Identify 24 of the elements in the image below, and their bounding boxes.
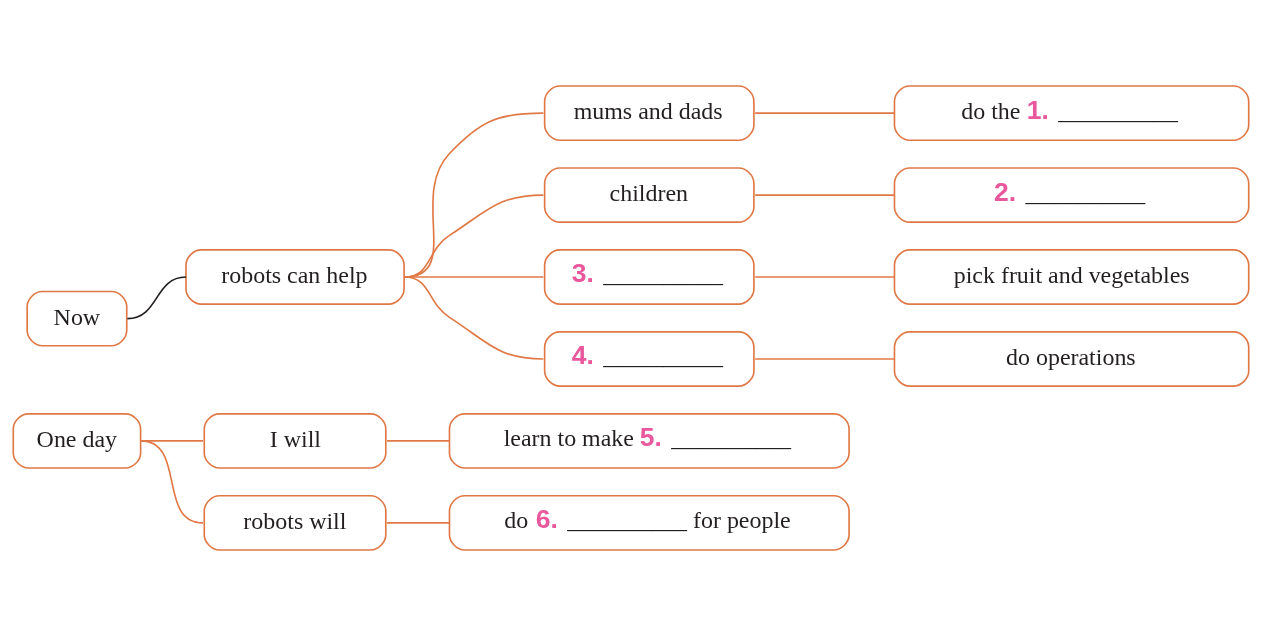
node-box: do 6. __________ for people xyxy=(448,494,850,551)
node-box: learn to make 5. __________ xyxy=(448,413,850,469)
node-box: mums and dads xyxy=(543,85,755,142)
connector xyxy=(403,276,545,360)
connector xyxy=(754,358,896,360)
connector xyxy=(386,440,451,442)
node-box: One day xyxy=(12,413,142,469)
connector xyxy=(754,194,896,196)
node-box: do the 1. __________ xyxy=(893,85,1250,142)
node-box: robots can help xyxy=(185,249,405,305)
node-box: 4. __________ xyxy=(543,331,755,387)
node-box: robots will xyxy=(203,494,387,551)
connector xyxy=(139,440,204,524)
node-box: Now xyxy=(26,290,128,347)
connector xyxy=(754,276,896,278)
node-box: I will xyxy=(203,413,387,469)
connector xyxy=(126,276,187,320)
node-box: do operations xyxy=(893,331,1250,387)
node-box: 3. __________ xyxy=(543,249,755,305)
node-box: pick fruit and vegetables xyxy=(893,249,1250,305)
node-box: children xyxy=(543,167,755,223)
node-box: 2. __________ xyxy=(893,167,1250,223)
connector xyxy=(386,522,451,524)
connector xyxy=(754,112,896,114)
